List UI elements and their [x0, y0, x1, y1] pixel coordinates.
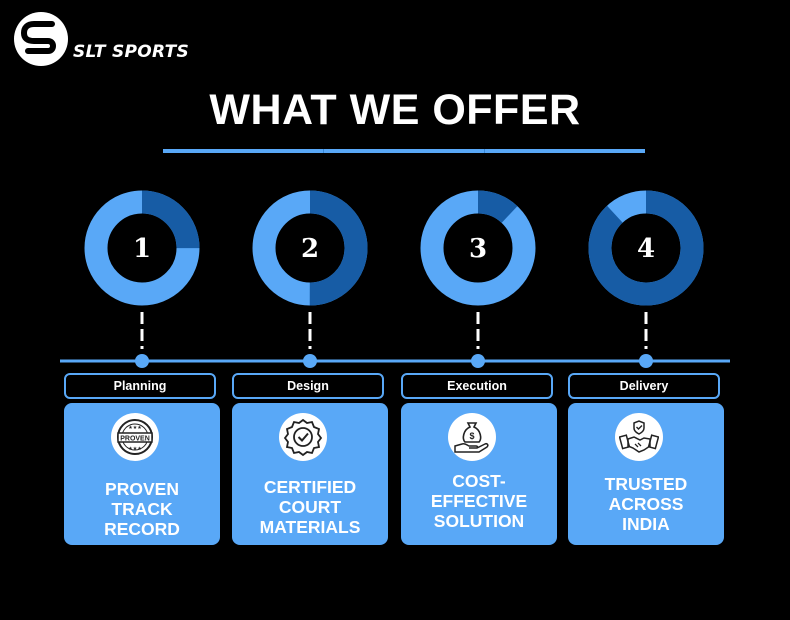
feature-card: PROVEN ★★★ ★★★ PROVEN TRACK RECORD: [64, 403, 220, 545]
proven-stamp-icon: PROVEN ★★★ ★★★: [111, 413, 159, 461]
timeline-dot: [471, 354, 485, 368]
step-column-2: Design CERTIFIED COURT MATERIALS: [231, 0, 389, 620]
step-number: 2: [301, 234, 319, 264]
phase-label: Design: [232, 373, 384, 399]
feature-card: CERTIFIED COURT MATERIALS: [232, 403, 388, 545]
svg-text:★★★: ★★★: [128, 446, 142, 452]
svg-text:$: $: [469, 431, 474, 441]
step-ring-2: 2: [252, 190, 368, 306]
phase-label: Delivery: [568, 373, 720, 399]
handshake-icon: [615, 413, 663, 461]
feature-text: COST- EFFECTIVE SOLUTION: [430, 471, 528, 531]
step-ring-1: 1: [84, 190, 200, 306]
step-ring-4: 4: [588, 190, 704, 306]
page-title: WHAT WE OFFER: [209, 86, 581, 134]
feature-card: $ COST- EFFECTIVE SOLUTION: [401, 403, 557, 545]
feature-text: PROVEN TRACK RECORD: [104, 479, 180, 539]
step-column-1: Planning PROVEN ★★★ ★★★ PROVEN TRACK REC…: [63, 0, 221, 620]
brand-name: SLT SPORTS: [73, 42, 190, 62]
certified-badge-icon: [279, 413, 327, 461]
feature-card: TRUSTED ACROSS INDIA: [568, 403, 724, 545]
step-column-4: Delivery TRUSTED ACROSS INDIA: [567, 0, 725, 620]
timeline-dot: [135, 354, 149, 368]
step-number: 4: [637, 234, 655, 264]
title-underline: [163, 149, 645, 153]
phase-label: Execution: [401, 373, 553, 399]
feature-text: TRUSTED ACROSS INDIA: [604, 474, 688, 534]
step-number: 1: [133, 234, 151, 264]
money-bag-hand-icon: $: [448, 413, 496, 461]
step-ring-3: 3: [420, 190, 536, 306]
step-column-3: Execution $ COST- EFFECTIVE SOLUTION: [400, 0, 558, 620]
step-number: 3: [469, 234, 487, 264]
phase-label: Planning: [64, 373, 216, 399]
svg-text:PROVEN: PROVEN: [120, 436, 150, 443]
brand-logo: SLT SPORTS: [12, 10, 197, 70]
feature-text: CERTIFIED COURT MATERIALS: [259, 477, 361, 537]
timeline-dot: [639, 354, 653, 368]
slt-logo-icon: [14, 12, 68, 66]
timeline-dot: [303, 354, 317, 368]
svg-text:★★★: ★★★: [128, 425, 142, 431]
